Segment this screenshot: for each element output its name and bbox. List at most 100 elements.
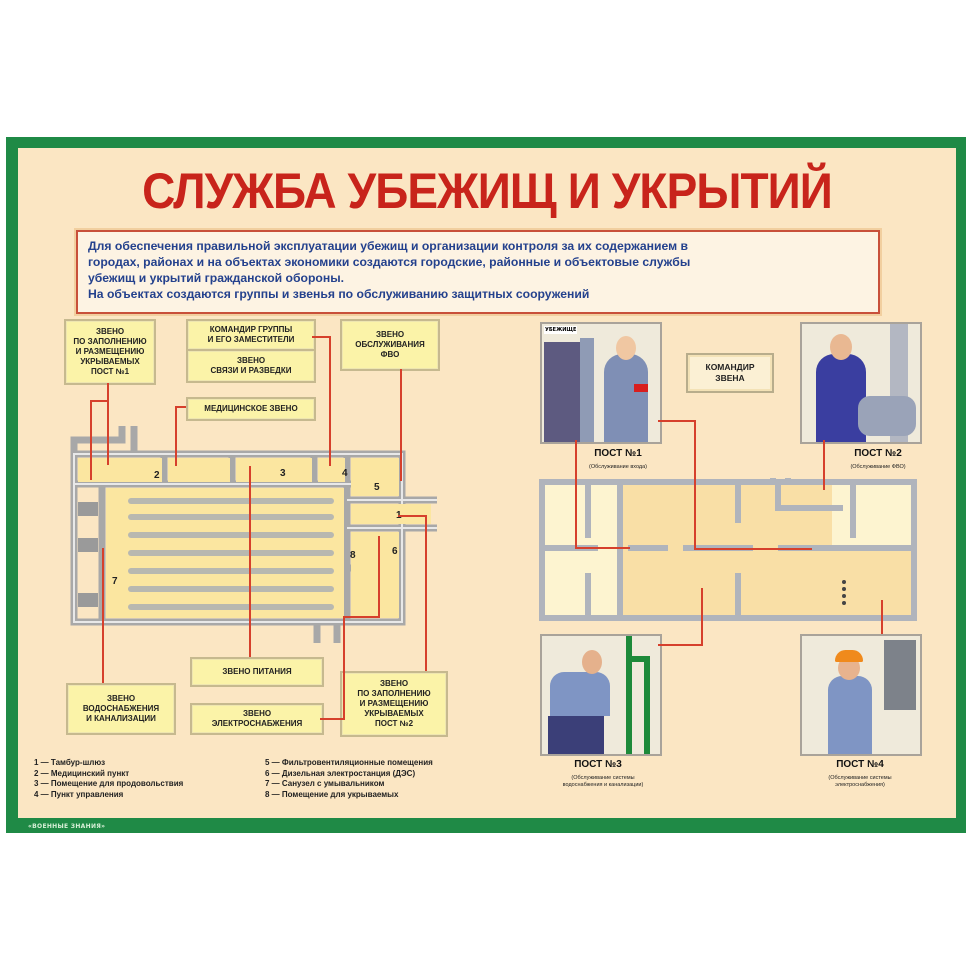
connector-line [343,616,345,719]
worker-head [838,656,860,680]
legend-item: 4 — Пункт управления [34,789,124,799]
connector-line [320,718,345,720]
post1-guard-figure [604,354,648,442]
box-line: ЗВЕНО [236,356,266,365]
box-power: ЗВЕНО ЭЛЕКТРОСНАБЖЕНИЯ [190,703,324,735]
box-line: ОБСЛУЖИВАНИЯ [355,340,425,349]
box-line: ЗВЕНО ПИТАНИЯ [222,667,292,676]
legend-item: 7 — Санузел с умывальником [265,779,385,788]
box-line: И РАЗМЕЩЕНИЮ [359,699,429,708]
box-line: И РАЗМЕЩЕНИЮ [75,347,145,356]
photo-post4-power [800,634,922,756]
box-fill-post2: ЗВЕНО ПО ЗАПОЛНЕНИЮ И РАЗМЕЩЕНИЮ УКРЫВАЕ… [340,671,448,737]
box-line: ПО ЗАПОЛНЕНИЮ [73,337,147,346]
connector-line [823,440,825,490]
box-line: ФВО [380,350,400,359]
post4-sublabel: (Обслуживание системы электроснабжения) [800,775,920,789]
connector-line [575,440,577,549]
post3-worker-figure [550,672,610,716]
plan-wc-fixtures [78,502,98,607]
filter-unit [858,396,916,436]
worker-head [582,650,602,674]
post2-sublabel: (Обслуживание ФВО) [850,464,906,470]
right-plan-walls [542,478,914,618]
shelter-floor-plan: 2 3 4 5 1 6 7 8 [70,426,437,643]
box-line: КОМАНДИР ГРУППЫ [209,325,293,334]
box-medical: МЕДИЦИНСКОЕ ЗВЕНО [186,397,316,421]
connector-line [881,600,883,634]
connector-line [694,548,812,550]
photo-post3-water [540,634,662,756]
post3-sublabel: (Обслуживание системы водоснабжения и ка… [538,775,668,789]
box-line: И ЕГО ЗАМЕСТИТЕЛИ [207,335,295,344]
box-line: И КАНАЛИЗАЦИИ [86,714,156,723]
connector-line [398,515,426,517]
room-number-7: 7 [112,576,118,587]
legend-right: 5 — Фильтровентиляционные помещения 6 — … [265,758,433,800]
sublabel-line: водоснабжения и канализации) [562,782,644,788]
legend-item: 2 — Медицинский пункт [34,768,130,778]
box-comms: ЗВЕНО СВЯЗИ И РАЗВЕДКИ [186,349,316,383]
box-fill-post1: ЗВЕНО ПО ЗАПОЛНЕНИЮ И РАЗМЕЩЕНИЮ УКРЫВАЕ… [64,319,156,385]
poster-title: СЛУЖБА УБЕЖИЩ И УКРЫТИЙ [142,163,833,219]
connector-line [175,406,177,466]
box-line: ЗВЕНО [379,679,409,688]
room-number-2: 2 [154,470,160,481]
worker-head [830,334,852,360]
box-line: ЗВЕНА [715,373,745,383]
room-number-6: 6 [392,546,398,557]
box-line: ЗВЕНО [242,709,272,718]
green-pipe [626,656,650,662]
connector-line [343,616,380,618]
post2-worker-figure [816,354,866,442]
connector-line [658,420,696,422]
green-pipe [626,636,632,754]
intro-text-box: Для обеспечения правильной эксплуатации … [76,230,880,314]
connector-line [107,400,109,465]
box-water: ЗВЕНО ВОДОСНАБЖЕНИЯ И КАНАЛИЗАЦИИ [66,683,176,735]
plan-entry-corridor [70,426,126,454]
box-line: ЗВЕНО [95,327,125,336]
intro-line: Для обеспечения правильной эксплуатации … [88,239,688,253]
box-food: ЗВЕНО ПИТАНИЯ [190,657,324,687]
legend-item: 6 — Дизельная электростанция (ДЭС) [265,768,416,778]
box-line: КОМАНДИР [705,362,755,372]
box-line: МЕДИЦИНСКОЕ ЗВЕНО [204,404,298,413]
poster-frame: СЛУЖБА УБЕЖИЩ И УКРЫТИЙ Для обеспечения … [6,137,966,833]
box-line: УКРЫВАЕМЫХ [364,709,424,718]
connector-line [329,336,331,466]
connector-line [90,400,109,402]
room-number-4: 4 [342,468,348,479]
box-line: ЭЛЕКТРОСНАБЖЕНИЯ [211,719,303,728]
door-sign: УБЕЖИЩЕ [544,326,578,334]
box-group-commander: КОМАНДИР ГРУППЫ И ЕГО ЗАМЕСТИТЕЛИ [186,319,316,351]
intro-line: городах, районах и на объектах экономики… [88,255,691,269]
intro-line: На объектах создаются группы и звенья по… [88,287,590,301]
room-number-3: 3 [280,468,286,479]
post1-label: ПОСТ №1 [594,448,642,459]
shelter-door [544,342,580,442]
right-plan-equipment [842,580,846,605]
poster-panel: СЛУЖБА УБЕЖИЩ И УКРЫТИЙ Для обеспечения … [18,148,956,830]
connector-line [694,420,696,550]
connector-line [102,548,104,683]
box-line: ПОСТ №2 [374,719,414,728]
post1-sublabel: (Обслуживание входа) [589,464,647,470]
box-line: ЗВЕНО [375,330,405,339]
plan-seating-rows [128,498,334,610]
legend-item: 5 — Фильтровентиляционные помещения [265,758,433,767]
post3-label: ПОСТ №3 [574,759,622,770]
plan-partition [160,454,351,622]
connector-line [249,466,251,657]
plan-bottom-stub [313,622,341,643]
hard-hat [835,650,863,662]
sublabel-line: (Обслуживание системы [571,775,635,781]
legend-left: 1 — Тамбур-шлюз 2 — Медицинский пункт 3 … [34,758,183,800]
guard-head [616,336,636,360]
sublabel-line: (Обслуживание системы [828,775,892,781]
box-line: УКРЫВАЕМЫХ [80,357,140,366]
box-line: ПОСТ №1 [90,367,130,376]
connector-line [378,536,380,616]
legend-item: 1 — Тамбур-шлюз [34,758,106,767]
post4-label: ПОСТ №4 [836,759,884,770]
